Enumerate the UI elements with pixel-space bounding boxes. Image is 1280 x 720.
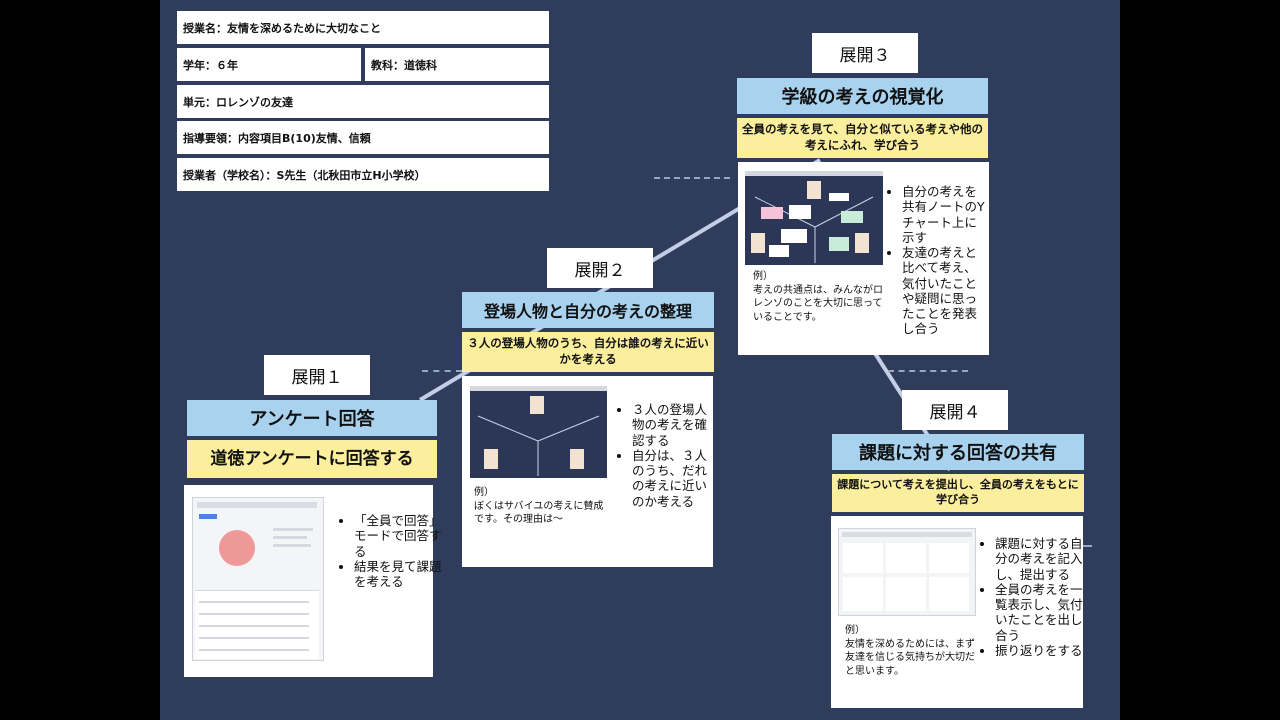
answers-list-screenshot: [838, 528, 976, 616]
stage-4-label: 展開４: [902, 390, 1008, 430]
stage-3-title: 学級の考えの視覚化: [737, 78, 988, 114]
stage-4-goal: 課題について考えを提出し、全員の考えをもとに学び合う: [832, 474, 1084, 512]
stage-2-goal: ３人の登場人物のうち、自分は誰の考えに近いかを考える: [462, 332, 714, 372]
stage-3-example: 例） 考えの共通点は、みんながロレンゾのことを大切に思っていることです。: [753, 270, 883, 324]
stage-4-bullet: 振り返りをする: [995, 643, 1087, 658]
stage-4-bullet: 全員の考えを一覧表示し、気付いたことを出し合う: [995, 582, 1087, 643]
dashed-divider: [1082, 545, 1092, 547]
y-chart-screenshot: [470, 386, 607, 478]
class-y-chart-screenshot: [745, 171, 883, 265]
stage-4-example: 例） 友情を深めるためには、まず友達を信じる気持ちが大切だと思います。: [845, 624, 975, 678]
dashed-divider: [654, 177, 730, 179]
stage-4-bullets: 課題に対する自分の考えを記入し、提出する 全員の考えを一覧表示し、気付いたことを…: [981, 536, 1087, 658]
stage-2-bullet: 自分は、３人のうち、だれの考えに近いのか考える: [632, 448, 716, 509]
example-label: 例）: [845, 625, 865, 636]
stage-3-bullets: 自分の考えを共有ノートのYチャート上に示す 友達の考えと比べて考え、気付いたこと…: [888, 184, 988, 337]
stage-1-title: アンケート回答: [187, 400, 437, 436]
example-label: 例）: [753, 271, 773, 282]
stage-1-bullet: 「全員で回答」モードで回答する: [354, 513, 442, 559]
stage-3-goal: 全員の考えを見て、自分と似ている考えや他の考えにふれ、学び合う: [737, 118, 988, 158]
stage-2-bullets: ３人の登場人物の考えを確認する 自分は、３人のうち、だれの考えに近いのか考える: [618, 402, 716, 509]
stage-4-card: 例） 友情を深めるためには、まず友達を信じる気持ちが大切だと思います。 課題に対…: [831, 516, 1083, 708]
stage-1-bullets: 「全員で回答」モードで回答する 結果を見て課題を考える: [340, 513, 442, 589]
example-text: 考えの共通点は、みんながロレンゾのことを大切に思っていることです。: [753, 284, 883, 323]
stage-3-bullet: 友達の考えと比べて考え、気付いたことや疑問に思ったことを発表し合う: [902, 245, 988, 337]
stage-1-goal: 道徳アンケートに回答する: [187, 440, 437, 478]
stage-3-label: 展開３: [812, 33, 918, 73]
grade: 学年：６年: [177, 48, 361, 81]
teacher: 授業者（学校名）：S先生（北秋田市立H小学校）: [177, 158, 549, 191]
example-text: ぼくはサバイユの考えに賛成です。その理由は～: [474, 500, 604, 526]
stage-2-bullet: ３人の登場人物の考えを確認する: [632, 402, 716, 448]
stage-4-bullet: 課題に対する自分の考えを記入し、提出する: [995, 536, 1087, 582]
example-text: 友情を深めるためには、まず友達を信じる気持ちが大切だと思います。: [845, 638, 975, 677]
example-label: 例）: [474, 487, 494, 498]
stage-2-example: 例） ぼくはサバイユの考えに賛成です。その理由は～: [474, 486, 604, 527]
unit: 単元：ロレンゾの友達: [177, 85, 549, 118]
stage-3-card: 例） 考えの共通点は、みんながロレンゾのことを大切に思っていることです。 自分の…: [738, 162, 989, 355]
survey-screenshot: [192, 497, 324, 661]
lesson-name: 授業名：友情を深めるために大切なこと: [177, 11, 549, 44]
stage-1-bullet: 結果を見て課題を考える: [354, 559, 442, 590]
dashed-divider: [422, 370, 462, 372]
stage-2-label: 展開２: [547, 248, 653, 288]
subject: 教科：道徳科: [365, 48, 549, 81]
slide-panel: 授業名：友情を深めるために大切なこと 学年：６年 教科：道徳科 単元：ロレンゾの…: [160, 0, 1120, 720]
stage-3-bullet: 自分の考えを共有ノートのYチャート上に示す: [902, 184, 988, 245]
stage-1-label: 展開１: [264, 355, 370, 395]
stage-2-title: 登場人物と自分の考えの整理: [462, 292, 714, 328]
stage-4-title: 課題に対する回答の共有: [832, 434, 1084, 470]
stage-1-card: 「全員で回答」モードで回答する 結果を見て課題を考える: [184, 485, 442, 677]
guideline: 指導要領：内容項目B(10)友情、信頼: [177, 121, 549, 154]
stage-2-card: 例） ぼくはサバイユの考えに賛成です。その理由は～ ３人の登場人物の考えを確認す…: [462, 376, 713, 567]
dashed-divider: [888, 370, 968, 372]
